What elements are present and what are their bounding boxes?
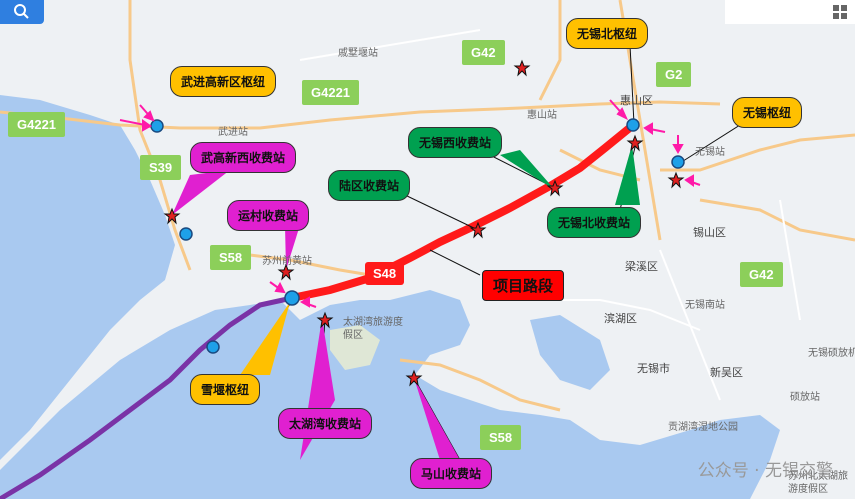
callout-wuxi-north-hub: 无锡北枢纽 bbox=[566, 18, 649, 49]
road-badge-g4221: G4221 bbox=[302, 80, 360, 105]
callout-wuxi-west-toll: 无锡西收费站 bbox=[408, 127, 503, 158]
place-label: 梁溪区 bbox=[625, 260, 658, 273]
star-icon bbox=[469, 221, 487, 239]
place-label: 惠山站 bbox=[527, 110, 557, 121]
place-label: 无锡市 bbox=[637, 362, 670, 375]
place-label: 苏州北太湖旅游度假区 bbox=[788, 471, 848, 495]
project-route bbox=[288, 122, 636, 302]
star-icon bbox=[626, 134, 644, 152]
callout-taihuwan-toll: 太湖湾收费站 bbox=[278, 408, 373, 439]
road-badge-g42: G42 bbox=[740, 262, 783, 287]
place-label: 硕放站 bbox=[790, 392, 820, 403]
lake-west bbox=[0, 95, 175, 460]
hub-marker-wuxi bbox=[671, 155, 685, 169]
map-toolbar bbox=[725, 0, 855, 24]
callout-wuxi-north-toll: 无锡北收费站 bbox=[547, 207, 642, 238]
star-icon bbox=[513, 59, 531, 77]
road-badge-s58: S58 bbox=[210, 245, 252, 270]
hub-marker-b bbox=[206, 340, 220, 354]
star-icon bbox=[163, 207, 181, 225]
hub-marker-wuxi-north bbox=[626, 118, 640, 132]
project-segment-label: 项目路段 bbox=[482, 270, 565, 301]
road-badge-g42: G42 bbox=[462, 40, 505, 65]
hub-marker-xueyan bbox=[284, 290, 300, 306]
callout-luqu-toll: 陆区收费站 bbox=[328, 170, 411, 201]
watermark: 公众号 · 无锡交警 bbox=[697, 461, 833, 481]
place-label: 太湖湾旅游度假区 bbox=[343, 317, 403, 341]
place-label: 惠山区 bbox=[620, 94, 653, 107]
road-badge-s39: S39 bbox=[140, 155, 182, 180]
road-badge-g4221: G4221 bbox=[8, 112, 66, 137]
island bbox=[330, 325, 380, 370]
place-label: 贡湖湾湿地公园 bbox=[668, 422, 738, 433]
star-icon bbox=[277, 263, 295, 281]
lake-taihu bbox=[0, 290, 780, 499]
place-label: 滨湖区 bbox=[604, 312, 637, 325]
place-label: 锡山区 bbox=[693, 226, 726, 239]
callout-mashan-toll: 马山收费站 bbox=[410, 458, 493, 489]
search-icon bbox=[14, 4, 29, 19]
road-badge-s58: S58 bbox=[480, 425, 522, 450]
grid-icon[interactable] bbox=[833, 5, 847, 19]
place-label: 戚墅堰站 bbox=[338, 48, 378, 59]
callout-wuxi-hub: 无锡枢纽 bbox=[732, 97, 803, 128]
star-icon bbox=[405, 369, 423, 387]
place-label: 无锡站 bbox=[695, 147, 725, 158]
callout-wugao-west-toll: 武高新西收费站 bbox=[190, 142, 297, 173]
hub-marker-a bbox=[179, 227, 193, 241]
callout-wujin-hub: 武进高新区枢纽 bbox=[170, 66, 277, 97]
place-label: 武进站 bbox=[218, 127, 248, 138]
road-badge-g2: G2 bbox=[656, 62, 692, 87]
route-label-s48: S48 bbox=[365, 262, 405, 285]
place-label: 无锡硕放机 bbox=[808, 348, 855, 359]
lake-bay bbox=[530, 315, 610, 390]
star-icon bbox=[546, 179, 564, 197]
place-label: 无锡南站 bbox=[685, 300, 725, 311]
place-label: 苏州前黄站 bbox=[262, 256, 312, 267]
hub-marker-wujin bbox=[150, 119, 164, 133]
highway-purple bbox=[0, 295, 293, 499]
search-button[interactable] bbox=[0, 0, 44, 24]
callout-xueyan-hub: 雪堰枢纽 bbox=[190, 374, 261, 405]
place-label: 新吴区 bbox=[710, 366, 743, 379]
star-icon bbox=[316, 311, 334, 329]
star-icon bbox=[667, 171, 685, 189]
callout-yuncun-toll: 运村收费站 bbox=[227, 200, 310, 231]
